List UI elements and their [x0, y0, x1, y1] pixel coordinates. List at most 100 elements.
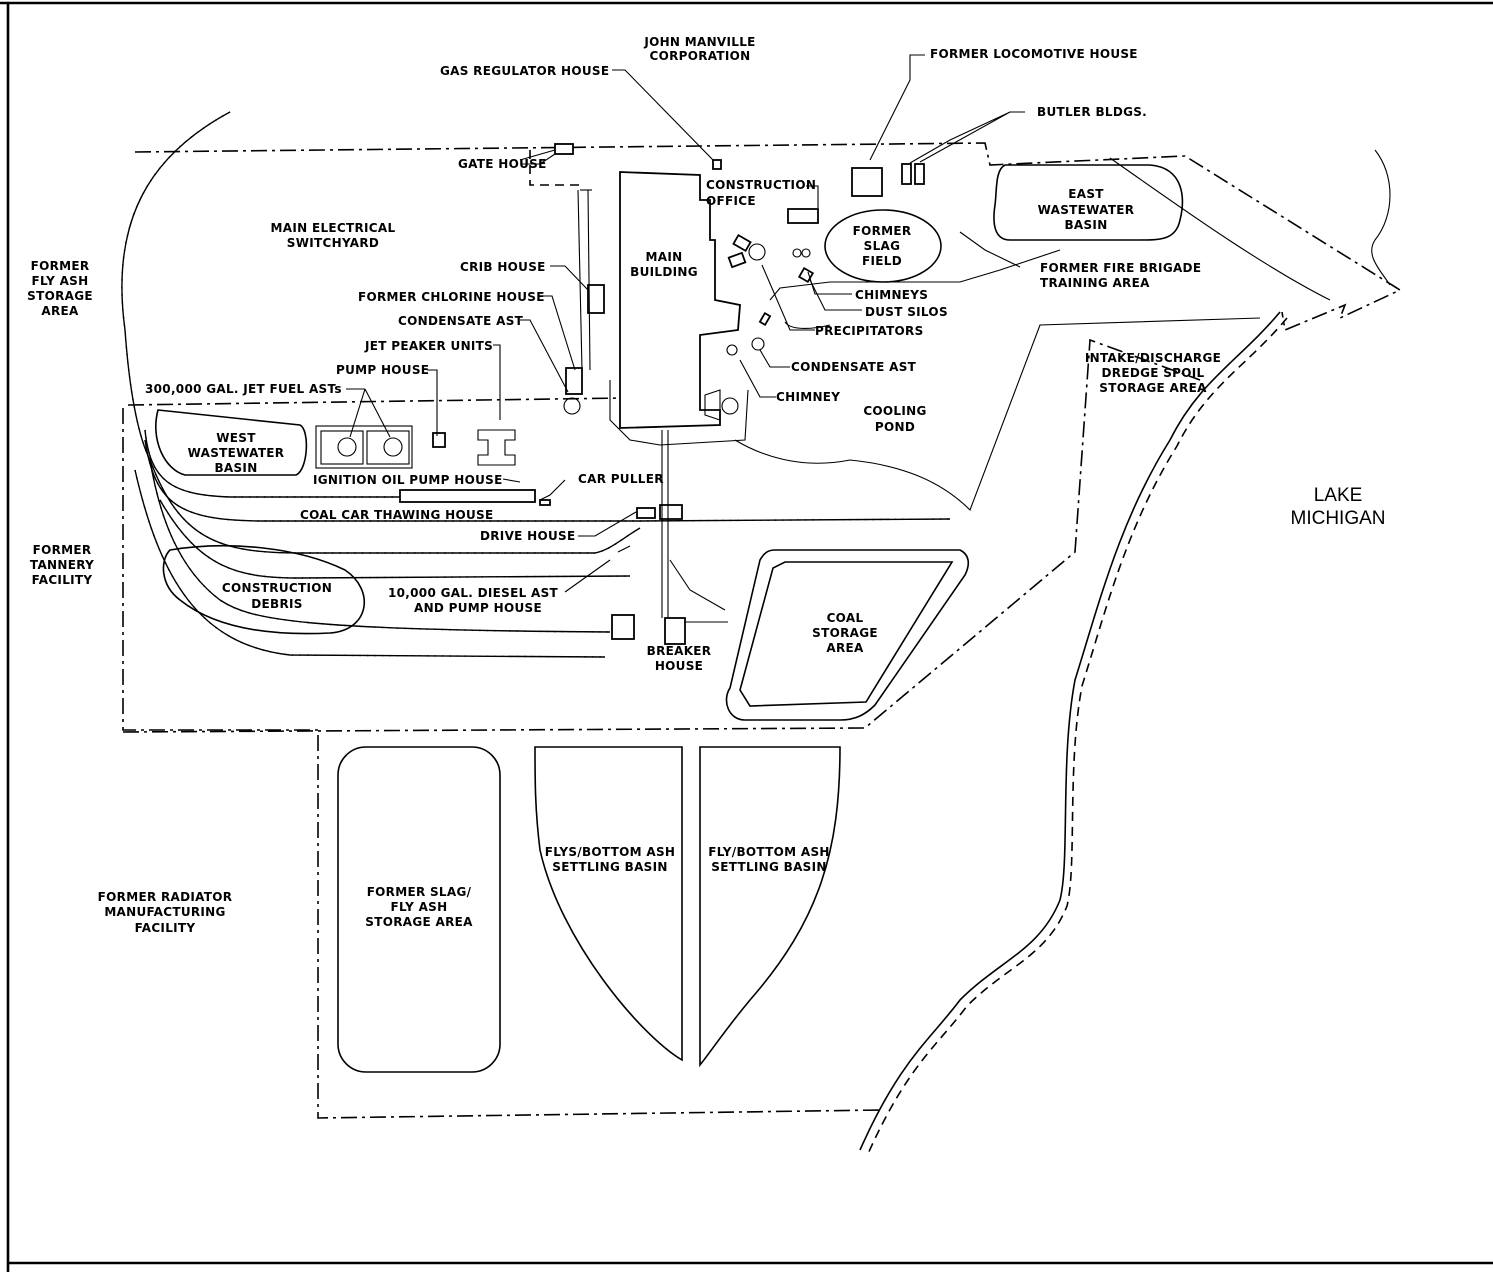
label-main-building-2: BUILDING	[630, 265, 698, 279]
main-building-outline	[609, 380, 749, 446]
flys-bottom-ash-settling-basin	[534, 746, 683, 1062]
diesel-ast-symbol	[617, 545, 631, 553]
chimney-a	[792, 248, 802, 258]
label-breaker-house-2: HOUSE	[655, 659, 703, 673]
label-fly-ash-2: FLY ASH	[32, 274, 89, 288]
label-east-wastewater-2: WASTEWATER	[1038, 203, 1135, 217]
label-coal-storage-2: STORAGE	[812, 626, 878, 640]
turbine	[704, 389, 721, 421]
label-former-slag-field-2: SLAG	[864, 239, 901, 253]
label-lake-michigan-1: LAKE	[1314, 485, 1363, 506]
label-fly-ash-1: FORMER	[31, 259, 90, 273]
precipitator	[748, 243, 766, 261]
railroad-tracks	[121, 111, 951, 658]
coal-storage-area	[725, 549, 970, 721]
fly-bottom-ash-settling-basin	[699, 746, 841, 1068]
label-precipitators: PRECIPITATORS	[815, 324, 924, 338]
conveyor-junction	[659, 504, 683, 520]
label-east-wastewater-3: BASIN	[1064, 218, 1107, 232]
west-wastewater-basin	[155, 409, 308, 476]
small-buildings	[399, 143, 925, 645]
label-slag-fly-ash-3: STORAGE AREA	[365, 915, 473, 929]
label-west-wastewater-1: WEST	[216, 431, 256, 445]
former-locomotive-house	[851, 167, 883, 197]
label-main-switchyard-1: MAIN ELECTRICAL	[271, 221, 396, 235]
label-john-manville-2: CORPORATION	[649, 49, 750, 63]
label-fly-bottom-ash-2: SETTLING BASIN	[711, 860, 826, 874]
construction-debris	[162, 544, 366, 635]
coal-car-thawing-house	[399, 489, 536, 503]
label-condensate-ast-2: CONDENSATE AST	[791, 360, 917, 374]
label-east-wastewater-1: EAST	[1068, 187, 1104, 201]
label-west-wastewater-3: BASIN	[214, 461, 257, 475]
former-chlorine-house	[565, 367, 583, 395]
label-flys-bottom-ash-1: FLYS/BOTTOM ASH	[545, 845, 675, 859]
label-fly-ash-3: STORAGE	[27, 289, 93, 303]
label-fly-ash-4: AREA	[41, 304, 79, 318]
jet-peaker	[477, 429, 516, 466]
label-cooling-pond-1: COOLING	[863, 404, 926, 418]
label-jet-fuel-asts: 300,000 GAL. JET FUEL ASTs	[145, 382, 342, 396]
jet-fuel-asts	[315, 425, 516, 469]
property-boundary	[122, 142, 1402, 1119]
label-radiator-1: FORMER RADIATOR	[98, 890, 233, 904]
label-intake-1: INTAKE/DISCHARGE	[1085, 351, 1221, 365]
label-pump-house: PUMP HOUSE	[336, 363, 429, 377]
construction-office	[787, 208, 819, 224]
chimney-tank	[751, 337, 765, 351]
label-coal-storage-1: COAL	[827, 611, 864, 625]
main-chimney	[721, 397, 739, 415]
main-building	[619, 171, 741, 429]
label-slag-fly-ash-2: FLY ASH	[391, 900, 448, 914]
equipment	[704, 233, 815, 421]
precipitator-1	[732, 233, 752, 253]
label-west-wastewater-2: WASTEWATER	[188, 446, 285, 460]
label-main-switchyard-2: SWITCHYARD	[287, 236, 379, 250]
label-former-slag-field-3: FIELD	[862, 254, 902, 268]
gate-house	[554, 143, 574, 155]
east-wastewater-basin	[993, 164, 1184, 241]
map-labels: JOHN MANVILLE CORPORATION GAS REGULATOR …	[27, 35, 1385, 935]
label-gas-regulator-house: GAS REGULATOR HOUSE	[440, 64, 609, 78]
label-breaker-house-1: BREAKER	[647, 644, 712, 658]
shoreline	[859, 149, 1391, 1157]
label-condensate-ast-1: CONDENSATE AST	[398, 314, 524, 328]
label-tannery-3: FACILITY	[32, 573, 93, 587]
conveyor-line	[661, 430, 669, 618]
label-car-puller: CAR PULLER	[578, 472, 664, 486]
label-former-locomotive-house: FORMER LOCOMOTIVE HOUSE	[930, 47, 1138, 61]
label-construction-office-2: OFFICE	[706, 194, 756, 208]
label-tannery-2: TANNERY	[30, 558, 94, 572]
drive-house	[636, 507, 656, 519]
former-slag-fly-ash-storage-area	[337, 746, 501, 1073]
label-crib-house: CRIB HOUSE	[460, 260, 546, 274]
chimney-b	[801, 248, 811, 258]
label-tannery-1: FORMER	[33, 543, 92, 557]
crib-house	[587, 284, 605, 314]
label-slag-fly-ash-1: FORMER SLAG/	[367, 885, 472, 899]
butler-bldg-2	[914, 163, 925, 185]
precipitator-2	[727, 251, 747, 269]
coal-side-building	[611, 614, 635, 640]
label-construction-debris-2: DEBRIS	[251, 597, 302, 611]
label-chimneys: CHIMNEYS	[855, 288, 928, 302]
label-radiator-2: MANUFACTURING	[104, 905, 225, 919]
conveyor-branch	[669, 559, 728, 623]
label-ignition-oil-pump-house: IGNITION OIL PUMP HOUSE	[313, 473, 503, 487]
label-main-building-1: MAIN	[646, 250, 683, 264]
pump-house	[432, 432, 446, 448]
label-fire-brigade-1: FORMER FIRE BRIGADE	[1040, 261, 1201, 275]
car-puller	[539, 499, 551, 506]
cooling-pond	[734, 317, 1261, 511]
condensate-ast-tank	[726, 344, 738, 356]
label-radiator-3: FACILITY	[135, 921, 196, 935]
label-former-slag-field-1: FORMER	[853, 224, 912, 238]
label-intake-3: STORAGE AREA	[1099, 381, 1207, 395]
label-dust-silos: DUST SILOS	[865, 305, 948, 319]
label-construction-debris-1: CONSTRUCTION	[222, 581, 332, 595]
label-jet-peaker-units: JET PEAKER UNITS	[364, 339, 493, 353]
gas-regulator-house	[712, 159, 722, 170]
label-diesel-ast-1: 10,000 GAL. DIESEL AST	[388, 586, 559, 600]
breaker-house	[664, 617, 686, 645]
